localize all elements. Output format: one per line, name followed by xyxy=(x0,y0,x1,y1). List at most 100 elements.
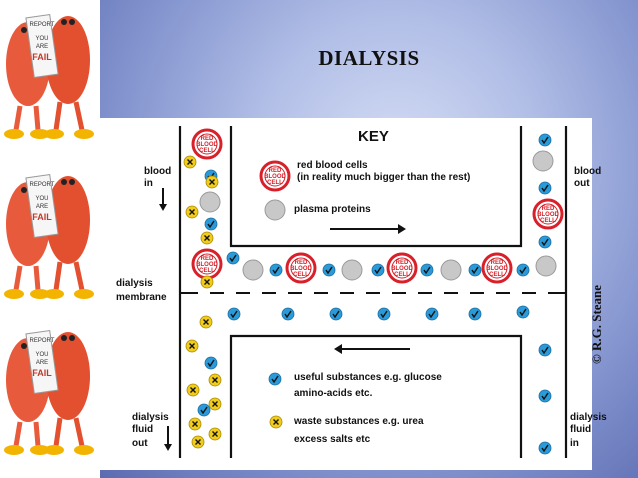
key-rbc-line1: red blood cells xyxy=(297,160,368,171)
svg-text:BLOOD: BLOOD xyxy=(486,266,508,272)
waste-substance-1 xyxy=(183,155,197,169)
plasma-protein-5 xyxy=(341,259,363,281)
useful-substance-24 xyxy=(538,389,552,403)
svg-text:CELL: CELL xyxy=(199,268,215,274)
svg-text:RED: RED xyxy=(542,206,555,212)
useful-substance-19 xyxy=(516,305,530,319)
useful-substance-1 xyxy=(538,133,552,147)
svg-text:BLOOD: BLOOD xyxy=(196,262,218,268)
svg-text:CELL: CELL xyxy=(394,272,410,278)
plasma-protein-1 xyxy=(532,150,554,172)
waste-substance-10 xyxy=(208,397,222,411)
svg-text:BLOOD: BLOOD xyxy=(264,174,286,180)
waste-substance-13 xyxy=(269,415,283,429)
svg-text:CELL: CELL xyxy=(199,148,215,154)
label-membrane-2: membrane xyxy=(116,292,167,303)
kidney-cartoon-2: REPORT YOU ARE FAIL xyxy=(4,174,94,299)
useful-substance-22 xyxy=(538,343,552,357)
svg-text:RED: RED xyxy=(201,136,214,142)
svg-text:CELL: CELL xyxy=(293,272,309,278)
flow-arrow-right xyxy=(330,224,406,234)
label-fluid-in-3: in xyxy=(570,438,579,449)
cartoon-strip: REPORT YOU ARE FAIL REPORT YOU ARE FAIL xyxy=(0,0,100,478)
label-fluid-in-2: fluid xyxy=(570,424,592,435)
waste-substance-11 xyxy=(188,417,202,431)
kidney-cartoon-1: REPORT YOU ARE FAIL xyxy=(4,14,94,139)
useful-substance-15 xyxy=(329,307,343,321)
waste-substance-5 xyxy=(200,275,214,289)
flow-arrow-left xyxy=(334,344,410,354)
svg-text:BLOOD: BLOOD xyxy=(196,142,218,148)
label-blood-in-2: in xyxy=(144,178,153,189)
waste-substance-8 xyxy=(208,373,222,387)
svg-text:CELL: CELL xyxy=(540,218,556,224)
useful-substance-3 xyxy=(538,181,552,195)
key-waste-line1: waste substances e.g. urea xyxy=(294,416,424,427)
useful-substance-4 xyxy=(204,217,218,231)
waste-substance-9 xyxy=(186,383,200,397)
useful-substance-11 xyxy=(468,263,482,277)
key-waste-line2: excess salts etc xyxy=(294,434,371,445)
waste-substance-2 xyxy=(205,175,219,189)
useful-substance-14 xyxy=(281,307,295,321)
svg-text:FAIL: FAIL xyxy=(32,368,52,378)
useful-substance-8 xyxy=(322,263,336,277)
waste-substance-4 xyxy=(200,231,214,245)
label-blood-out-2: out xyxy=(574,178,590,189)
svg-text:RED: RED xyxy=(396,260,409,266)
kidney-cartoon-3: REPORT YOU ARE FAIL xyxy=(4,330,94,455)
svg-text:YOU: YOU xyxy=(35,36,48,42)
svg-text:REPORT: REPORT xyxy=(30,182,55,188)
svg-text:YOU: YOU xyxy=(35,196,48,202)
svg-text:ARE: ARE xyxy=(36,360,48,366)
label-blood-in-1: blood xyxy=(144,166,172,177)
useful-substance-18 xyxy=(468,307,482,321)
svg-text:ARE: ARE xyxy=(36,204,48,210)
svg-text:FAIL: FAIL xyxy=(32,52,52,62)
red-blood-cells: REDBLOODCELLREDBLOODCELLREDBLOODCELLREDB… xyxy=(191,128,564,284)
useful-substance-17 xyxy=(425,307,439,321)
plasma-protein-7 xyxy=(535,255,557,277)
label-membrane-1: dialysis xyxy=(116,278,153,289)
blood-in-arrow xyxy=(159,188,167,211)
svg-text:YOU: YOU xyxy=(35,352,48,358)
svg-text:RED: RED xyxy=(269,168,282,174)
plasma-proteins xyxy=(199,150,557,281)
plasma-protein-4 xyxy=(242,259,264,281)
author-credit-text: © R.G. Steane xyxy=(589,285,604,364)
svg-text:REPORT: REPORT xyxy=(30,22,55,28)
useful-substance-25 xyxy=(538,441,552,455)
key-useful-line1: useful substances e.g. glucose xyxy=(294,372,442,383)
svg-text:RED: RED xyxy=(201,256,214,262)
svg-text:CELL: CELL xyxy=(267,180,283,186)
label-fluid-out-2: fluid xyxy=(132,424,154,435)
label-fluid-out-3: out xyxy=(132,438,148,449)
useful-substance-21 xyxy=(268,372,282,386)
svg-text:BLOOD: BLOOD xyxy=(290,266,312,272)
key-plasma: plasma proteins xyxy=(294,204,371,215)
svg-text:FAIL: FAIL xyxy=(32,212,52,222)
useful-substance-5 xyxy=(538,235,552,249)
waste-substance-12 xyxy=(208,427,222,441)
svg-text:RED: RED xyxy=(295,260,308,266)
plasma-protein-6 xyxy=(440,259,462,281)
key-title: KEY xyxy=(358,128,389,145)
svg-text:ARE: ARE xyxy=(36,44,48,50)
plasma-protein-2 xyxy=(199,191,221,213)
diagram-drawing: REDBLOODCELLREDBLOODCELLREDBLOODCELLREDB… xyxy=(159,126,568,458)
svg-text:BLOOD: BLOOD xyxy=(537,212,559,218)
svg-text:REPORT: REPORT xyxy=(30,338,55,344)
useful-substance-7 xyxy=(269,263,283,277)
useful-substances xyxy=(197,133,552,455)
author-credit: © R.G. Steane xyxy=(589,285,604,364)
useful-substance-23 xyxy=(197,403,211,417)
waste-substance-3 xyxy=(185,205,199,219)
waste-substance-7 xyxy=(185,339,199,353)
